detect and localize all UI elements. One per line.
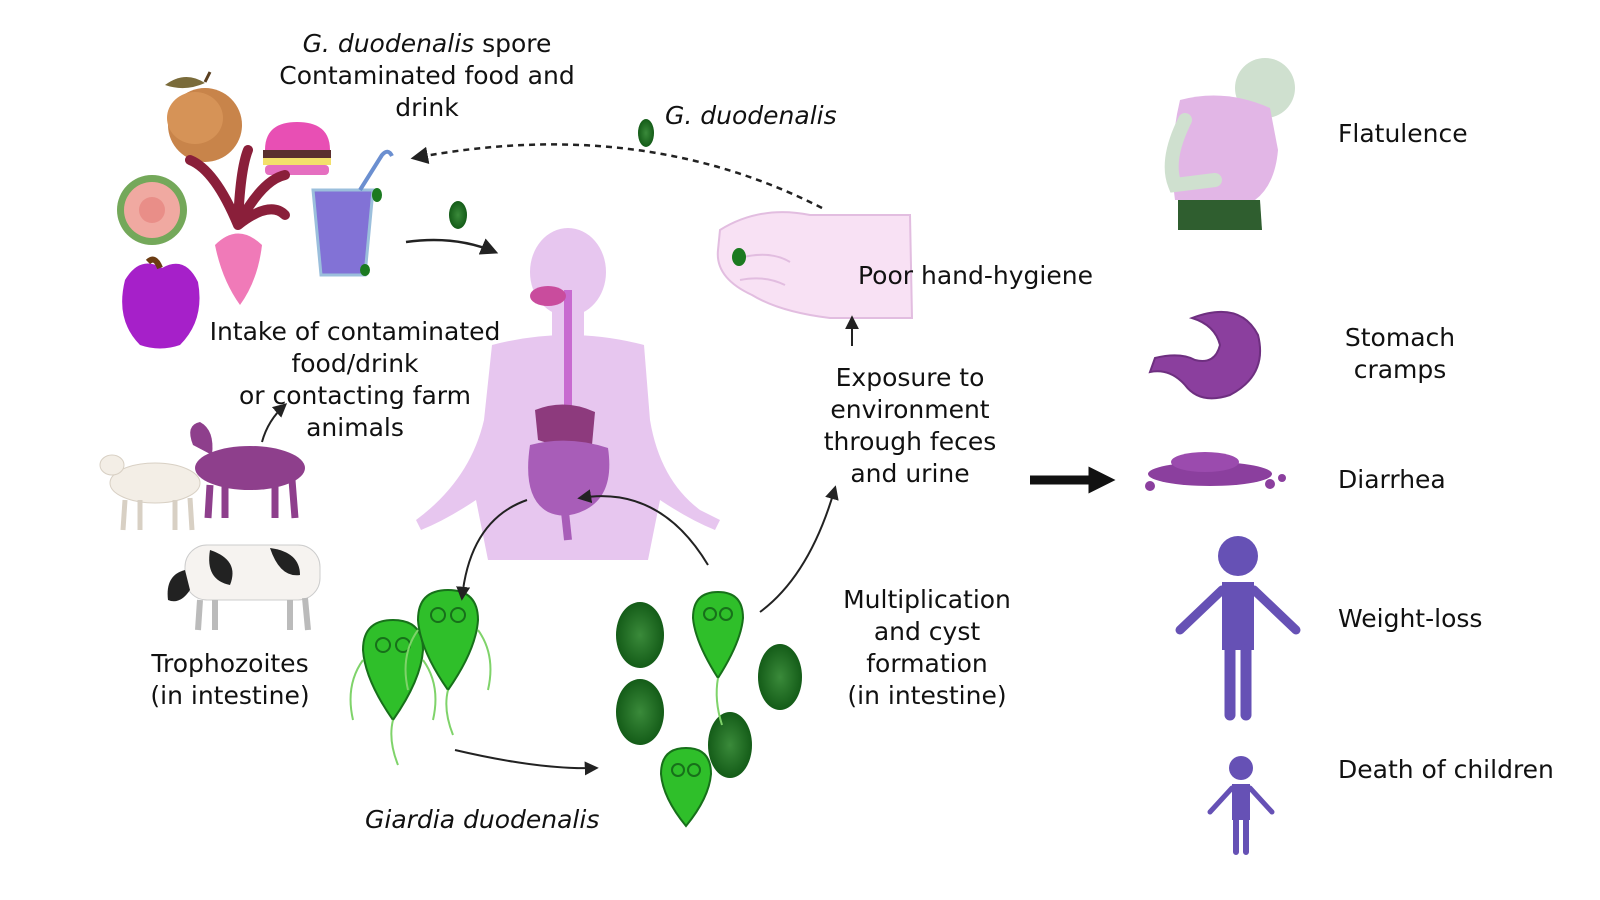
cyst-cluster-icon: [616, 590, 802, 828]
pepper-icon: [122, 256, 200, 349]
arrow-intestine-to-trophozoites: [456, 499, 528, 601]
symptom-stomach-cramps: Stomach cramps: [1330, 322, 1470, 386]
symptom-flatulence: Flatulence: [1338, 119, 1468, 148]
symptom-death-of-children: Death of children: [1338, 755, 1554, 784]
intake-line4-text: animals: [306, 413, 404, 442]
symptom-weight-loss: Weight-loss: [1338, 604, 1483, 633]
multi-line1-text: Multiplication: [843, 585, 1011, 614]
spore-species-text: G. duodenalis: [302, 29, 475, 58]
intake-line3-text: or contacting farm: [239, 381, 471, 410]
child-figure-icon: [1207, 756, 1275, 855]
spore-line3-text: drink: [395, 93, 459, 122]
spore-label: G. duodenalis spore Contaminated food an…: [262, 28, 592, 124]
spore-line2-text: Contaminated food and: [279, 61, 575, 90]
beetroot-icon: [185, 145, 290, 305]
multi-line4-text: (in intestine): [847, 681, 1007, 710]
top-species-label: G. duodenalis: [665, 101, 837, 130]
stomach-line1-text: Stomach: [1344, 323, 1456, 352]
floating-cyst-icon: [449, 201, 467, 229]
burger-icon: [263, 122, 331, 175]
arrow-animals-up: [261, 403, 288, 443]
arrow-trophozoites-to-cysts: [454, 749, 599, 776]
intake-line2-text: food/drink: [291, 349, 419, 378]
stomach-line2-text: cramps: [1353, 355, 1447, 384]
hand-icon: [716, 211, 914, 319]
trophozoite-cluster-icon: [349, 588, 492, 766]
exposure-line2-text: environment: [830, 395, 990, 424]
exposure-line1-text: Exposure to: [835, 363, 985, 392]
giardia-label: Giardia duodenalis: [365, 805, 600, 834]
intake-line1-text: Intake of contaminated: [209, 317, 501, 346]
guava-icon: [117, 175, 187, 245]
lamb-icon: [99, 454, 201, 531]
multi-line3-text: formation: [866, 649, 988, 678]
airborne-cyst-icon: [638, 119, 654, 147]
spore-word-text: spore: [474, 29, 552, 58]
stomach-icon: [1148, 310, 1262, 400]
exposure-line4-text: and urine: [850, 459, 970, 488]
arrow-cyst-to-intestine: [577, 489, 709, 566]
multi-line2-text: and cyst: [873, 617, 981, 646]
symptom-diarrhea: Diarrhea: [1338, 465, 1446, 494]
flatulence-person-icon: [1164, 58, 1295, 230]
intake-label: Intake of contaminated food/drink or con…: [195, 316, 515, 444]
trophozoites-label: Trophozoites (in intestine): [130, 648, 330, 712]
orange-fruit-icon: [165, 71, 242, 162]
contaminated-drink-icon: [311, 149, 394, 277]
exposure-line3-text: through feces: [823, 427, 997, 456]
multiplication-label: Multiplication and cyst formation (in in…: [822, 584, 1032, 712]
hand-hygiene-label: Poor hand-hygiene: [858, 261, 1093, 290]
diarrhea-icon: [1145, 452, 1286, 491]
arrow-hand-to-food: [410, 143, 823, 210]
tropho-line2-text: (in intestine): [150, 681, 310, 710]
weight-loss-figure-icon: [1175, 536, 1301, 721]
cow-icon: [167, 544, 321, 631]
goat-icon: [190, 422, 305, 519]
arrow-food-to-body: [405, 238, 499, 255]
exposure-label: Exposure to environment through feces an…: [800, 362, 1020, 490]
arrow-cysts-to-environment: [759, 485, 839, 613]
tropho-line1-text: Trophozoites: [151, 649, 309, 678]
